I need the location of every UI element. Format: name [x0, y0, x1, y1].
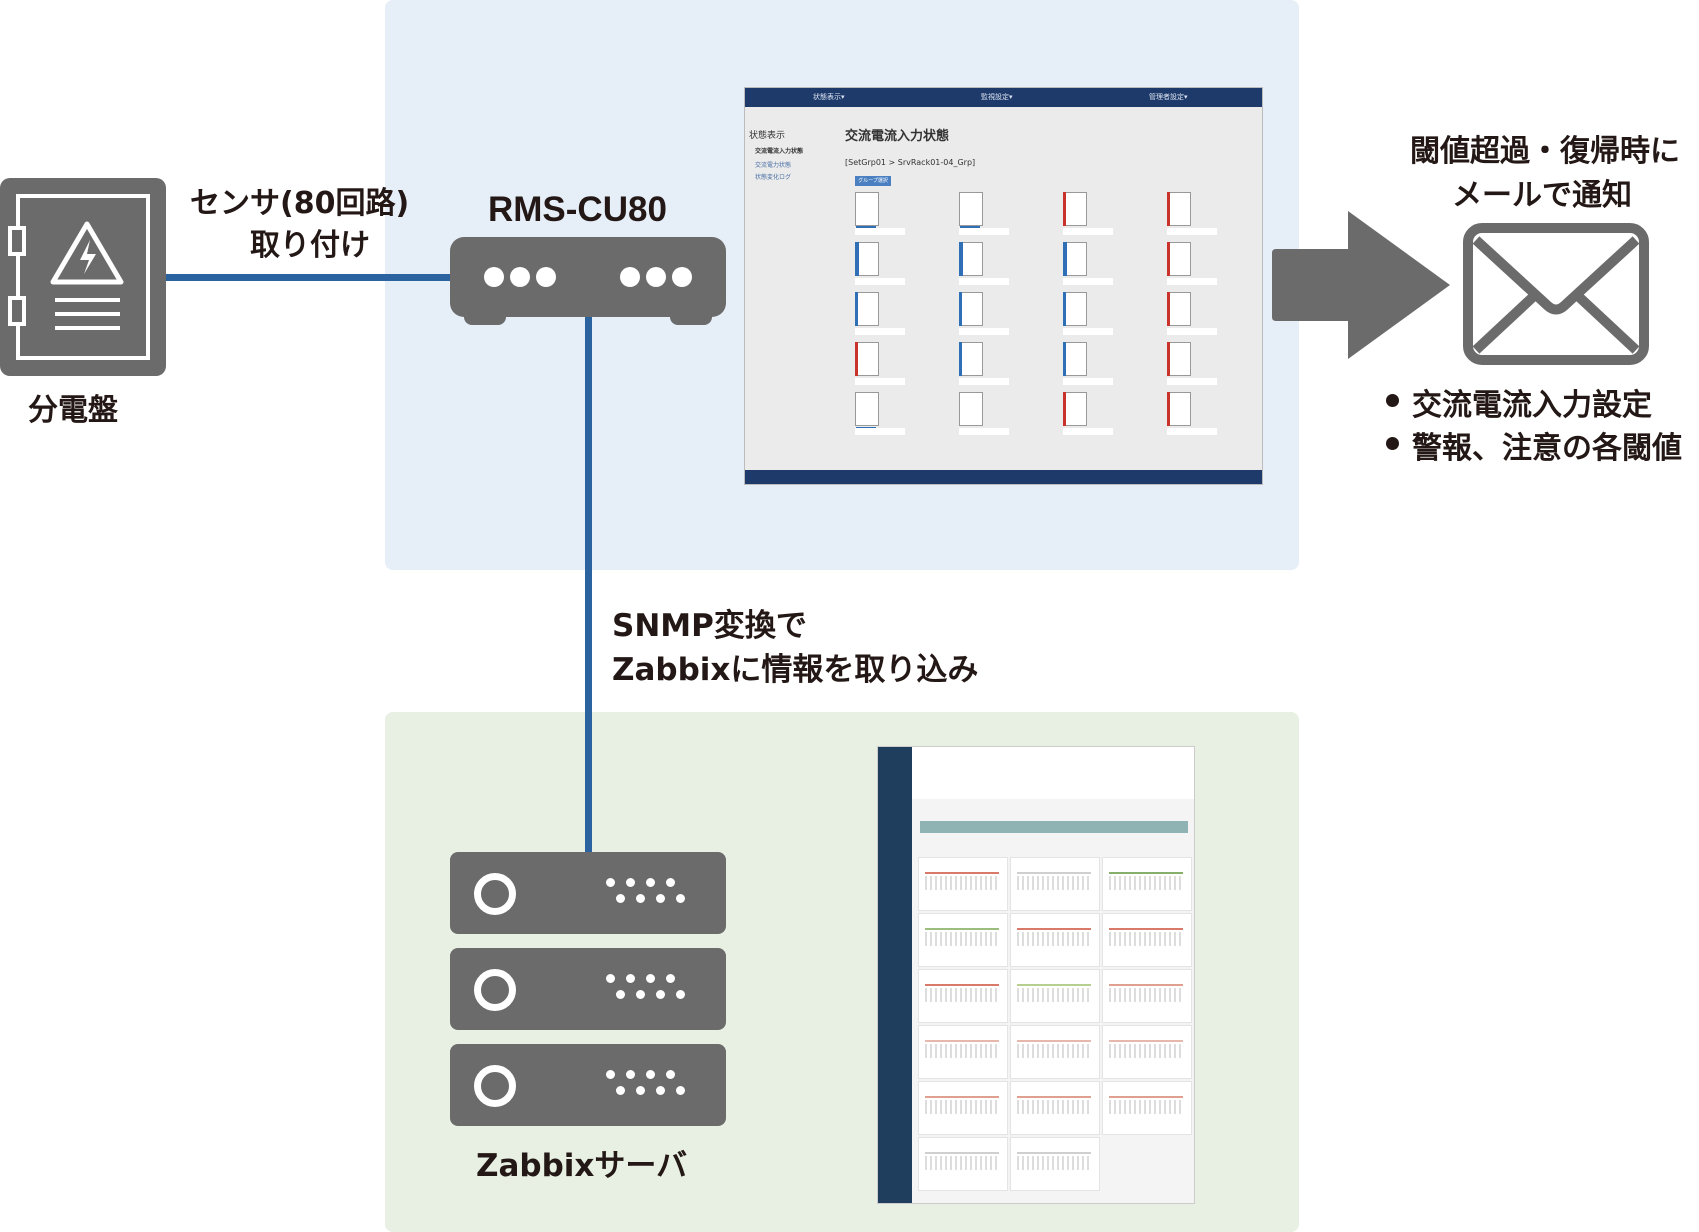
current-tile: [1167, 242, 1265, 286]
current-tile: [959, 342, 1057, 386]
screen1-side-title: 状態表示: [749, 131, 786, 141]
screen1-side-item: 交流電流入力状態: [755, 148, 804, 155]
graph-cell: [1102, 969, 1192, 1023]
current-tile: [855, 392, 953, 436]
device-foot-left: [464, 305, 506, 325]
current-tile: [1167, 342, 1265, 386]
sensor-wire: [160, 274, 452, 281]
current-tile: [1063, 242, 1161, 286]
current-tile: [1063, 342, 1161, 386]
graph-cell: [1010, 857, 1100, 911]
graph-cell: [918, 969, 1008, 1023]
current-tile: [959, 242, 1057, 286]
snmp-wire: [585, 315, 592, 852]
bullet-dot: [1386, 394, 1399, 407]
graph-cell: [1102, 857, 1192, 911]
current-tile: [1063, 292, 1161, 336]
distribution-panel-icon: [0, 178, 166, 376]
screen1-nav-admin: 管理者設定▾: [1149, 93, 1188, 101]
graph-cell: [1010, 913, 1100, 967]
mail-icon: [1462, 222, 1650, 366]
server-unit-icon: [450, 948, 726, 1030]
current-tile: [855, 242, 953, 286]
current-tile: [1063, 392, 1161, 436]
screen1-side-item: 状態変化ログ: [755, 174, 792, 181]
screen1-breadcrumb: [SetGrp01 > SrvRack01-04_Grp]: [845, 158, 976, 167]
current-tile: [959, 192, 1057, 236]
graph-cell: [1010, 969, 1100, 1023]
bullet-dot: [1386, 437, 1399, 450]
screen1-title: 交流電流入力状態: [845, 129, 950, 144]
graph-cell: [918, 1137, 1008, 1191]
screen1-nav-status: 状態表示▾: [813, 93, 845, 101]
screen1-footer: [745, 470, 1262, 484]
current-tile: [855, 342, 953, 386]
notify-label-line1: 閾値超過・復帰時に: [1410, 134, 1680, 169]
zabbix-sidebar: [878, 747, 912, 1203]
rms-device-icon: [450, 237, 726, 317]
screen1-side-item: 交流電力状態: [755, 162, 792, 169]
current-tile: [1167, 292, 1265, 336]
graph-cell: [1102, 1081, 1192, 1135]
device-label: RMS-CU80: [488, 190, 667, 229]
arrow-right-icon: [1268, 205, 1454, 365]
device-foot-right: [670, 305, 712, 325]
current-tile: [1063, 192, 1161, 236]
screen1-navbar: 状態表示▾ 監視設定▾ 管理者設定▾: [745, 88, 1262, 107]
graph-cell: [1010, 1081, 1100, 1135]
graph-cell: [1102, 913, 1192, 967]
graph-cell: [918, 1081, 1008, 1135]
graph-cell: [1010, 1025, 1100, 1079]
snmp-label-line1: SNMP変換で: [612, 608, 807, 644]
notify-label-line2: メールで通知: [1452, 178, 1632, 213]
bullet-item: 警報、注意の各閾値: [1412, 431, 1682, 466]
zabbix-overview-graph: [920, 821, 1188, 833]
graph-cell: [918, 913, 1008, 967]
zabbix-header-area: [912, 747, 1194, 799]
sensor-label-line1: センサ(80回路): [190, 186, 410, 221]
bullet-item: 交流電流入力設定: [1412, 388, 1652, 423]
server-unit-icon: [450, 852, 726, 934]
graph-cell: [918, 857, 1008, 911]
current-tile: [959, 292, 1057, 336]
current-tile: [855, 192, 953, 236]
graph-cell: [1102, 1025, 1192, 1079]
current-tile: [1167, 392, 1265, 436]
rms-web-ui-screenshot: 状態表示▾ 監視設定▾ 管理者設定▾ 状態表示 交流電流入力状態 交流電力状態 …: [744, 87, 1263, 485]
graph-cell: [1010, 1137, 1100, 1191]
zabbix-dashboard-screenshot: [877, 746, 1195, 1204]
current-tile: [1167, 192, 1265, 236]
current-tile: [959, 392, 1057, 436]
server-label: Zabbixサーバ: [476, 1148, 688, 1184]
screen1-nav-monitor: 監視設定▾: [981, 93, 1013, 101]
sensor-label-line2: 取り付け: [250, 228, 370, 263]
graph-cell: [918, 1025, 1008, 1079]
screen1-group-button: グループ選択: [855, 176, 891, 186]
server-unit-icon: [450, 1044, 726, 1126]
current-tile: [855, 292, 953, 336]
panel-label: 分電盤: [28, 393, 118, 428]
snmp-label-line2: Zabbixに情報を取り込み: [612, 652, 979, 688]
